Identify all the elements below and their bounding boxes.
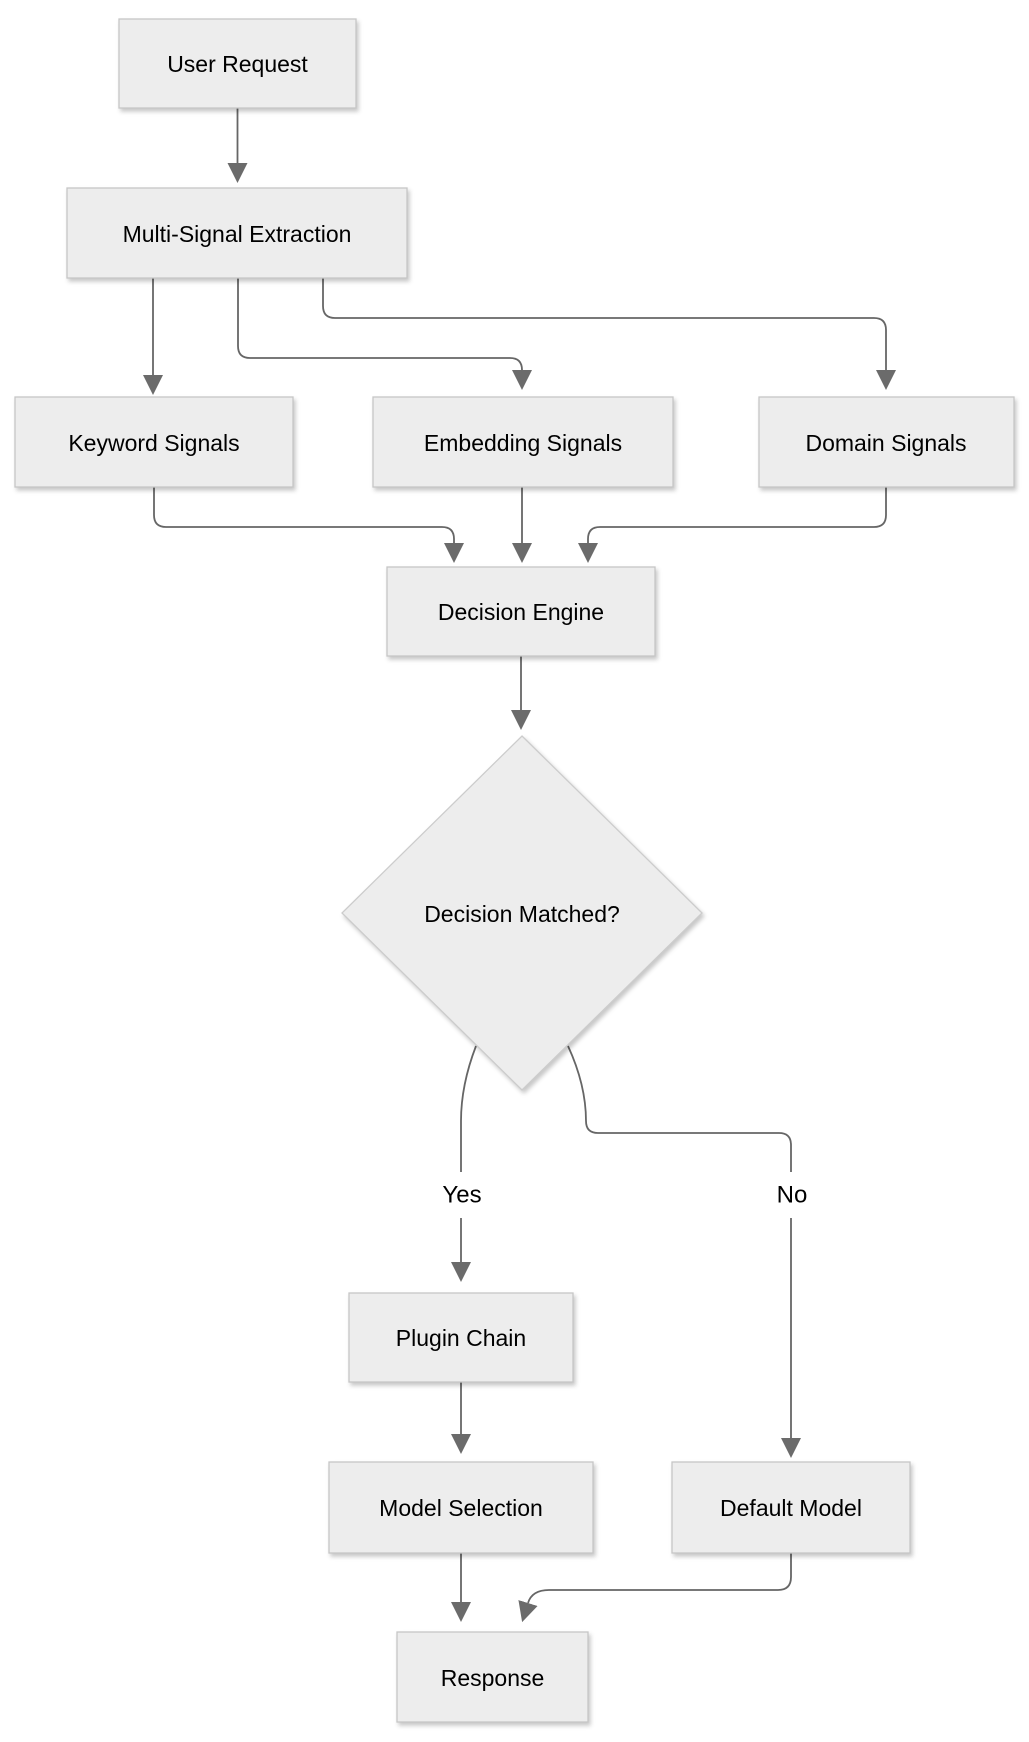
embedding-signals-label: Embedding Signals (424, 430, 622, 456)
edge-domain-to-decision-engine (578, 487, 887, 563)
default-model-box (671, 1461, 911, 1554)
default-model-label: Default Model (720, 1495, 862, 1521)
response-box (396, 1631, 589, 1723)
user-request-label: User Request (167, 51, 308, 77)
domain-signals-box (758, 396, 1015, 488)
node-decision-matched-diamond: Decision Matched? (341, 735, 703, 1091)
node-plugin-chain: Plugin Chain (348, 1292, 574, 1383)
decision-matched-diamond-shape (341, 735, 703, 1091)
domain-signals-label: Domain Signals (805, 430, 966, 456)
edge-keyword-to-decision-engine (153, 487, 464, 563)
model-selection-label: Model Selection (379, 1495, 543, 1521)
plugin-chain-label: Plugin Chain (396, 1325, 526, 1351)
node-response: Response (396, 1631, 589, 1723)
edge-no-upper-segment (567, 1045, 792, 1172)
decision-engine-label: Decision Engine (438, 599, 604, 625)
multi-signal-extraction-box (66, 187, 408, 279)
edge-default-model-to-response (518, 1553, 792, 1623)
edge-labels-layer: Yes No (442, 1182, 807, 1209)
node-embedding-signals: Embedding Signals (372, 396, 674, 488)
node-keyword-signals: Keyword Signals (14, 396, 294, 488)
node-default-model: Default Model (671, 1461, 911, 1554)
keyword-signals-label: Keyword Signals (68, 430, 239, 456)
response-label: Response (441, 1665, 545, 1691)
embedding-signals-box (372, 396, 674, 488)
node-user-request: User Request (118, 18, 357, 109)
model-selection-box (328, 1461, 594, 1554)
plugin-chain-box (348, 1292, 574, 1383)
user-request-box (118, 18, 357, 109)
node-multi-signal-extraction: Multi-Signal Extraction (66, 187, 408, 279)
edge-yes-upper-segment (460, 1045, 477, 1172)
decision-matched-label: Decision Matched? (424, 901, 620, 927)
node-model-selection: Model Selection (328, 1461, 594, 1554)
edge-label-yes: Yes (442, 1182, 481, 1209)
edge-multi-signal-to-embedding (237, 278, 532, 390)
multi-signal-extraction-label: Multi-Signal Extraction (123, 221, 352, 247)
nodes-layer: User Request Multi-Signal Extraction Key… (14, 18, 1015, 1723)
edge-multi-signal-to-domain (322, 278, 896, 390)
edges-layer (143, 108, 896, 1623)
node-domain-signals: Domain Signals (758, 396, 1015, 488)
node-decision-engine: Decision Engine (386, 566, 656, 657)
keyword-signals-box (14, 396, 294, 488)
edge-label-no: No (777, 1182, 808, 1209)
decision-engine-box (386, 566, 656, 657)
